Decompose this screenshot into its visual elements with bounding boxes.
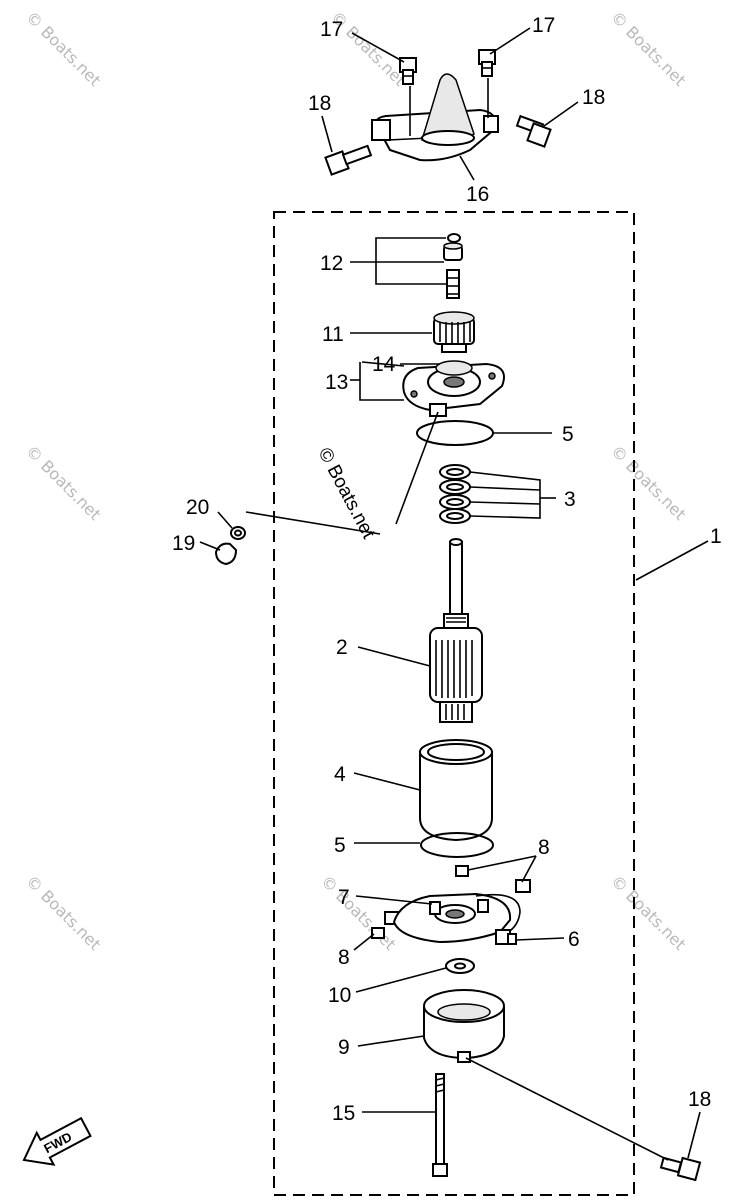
- label-13: 13: [325, 371, 348, 394]
- washer-stack: [439, 464, 471, 524]
- label-20: 20: [186, 496, 209, 519]
- label-18-bottom: 18: [688, 1088, 711, 1111]
- pinion-stop-set: [443, 233, 463, 299]
- label-12: 12: [320, 252, 343, 275]
- terminal: [495, 929, 517, 945]
- pinion-gear: [433, 311, 475, 353]
- fwd-arrow: FWD: [22, 1116, 92, 1166]
- label-8-upper: 8: [538, 836, 550, 859]
- label-10: 10: [328, 984, 351, 1007]
- mounting-bracket: [371, 73, 499, 162]
- bolt-18-right: [515, 114, 552, 148]
- label-11: 11: [322, 323, 344, 346]
- watermark-6: © Boats.net: [22, 871, 104, 953]
- label-5-upper: 5: [562, 423, 574, 446]
- yoke: [419, 739, 493, 842]
- nut-and-cap: [214, 526, 246, 566]
- front-housing: [402, 360, 505, 417]
- label-4: 4: [334, 763, 346, 786]
- label-19: 19: [172, 532, 195, 555]
- armature: [429, 538, 483, 723]
- label-16: 16: [466, 183, 489, 206]
- label-8-lower: 8: [338, 946, 350, 969]
- o-ring-lower: [420, 832, 494, 858]
- label-18-left: 18: [308, 92, 331, 115]
- rear-cover: [423, 989, 505, 1063]
- watermark-4: © Boats.net: [22, 441, 104, 523]
- label-6: 6: [568, 928, 580, 951]
- label-18-right: 18: [582, 86, 605, 109]
- o-ring-upper: [416, 420, 494, 446]
- watermark-1: © Boats.net: [22, 7, 104, 89]
- watermark-3: © Boats.net: [607, 7, 689, 89]
- label-5-lower: 5: [334, 834, 346, 857]
- part-labels: 17 17 18 18 16 12 11 14 13 5 3 20 19 1 2…: [172, 14, 722, 1125]
- label-15: 15: [332, 1102, 355, 1125]
- watermark-5: © Boats.net: [607, 441, 689, 523]
- assembly-outline: [273, 211, 635, 1196]
- label-2: 2: [336, 636, 348, 659]
- label-17-left: 17: [320, 18, 343, 41]
- label-17-right: 17: [532, 14, 555, 37]
- washer-10: [445, 958, 475, 974]
- label-1: 1: [710, 525, 722, 548]
- brush-holder: [392, 892, 521, 944]
- watermark-8: © Boats.net: [607, 871, 689, 953]
- label-9: 9: [338, 1036, 350, 1059]
- leader-lines: [199, 27, 709, 1161]
- through-bolt: [432, 1073, 448, 1177]
- bolt-18-left: [324, 144, 373, 176]
- label-7: 7: [338, 886, 350, 909]
- label-14: 14: [372, 353, 396, 376]
- label-3: 3: [564, 488, 576, 511]
- bolt-17-right: [478, 49, 496, 77]
- bolt-18-bottom: [659, 1156, 702, 1182]
